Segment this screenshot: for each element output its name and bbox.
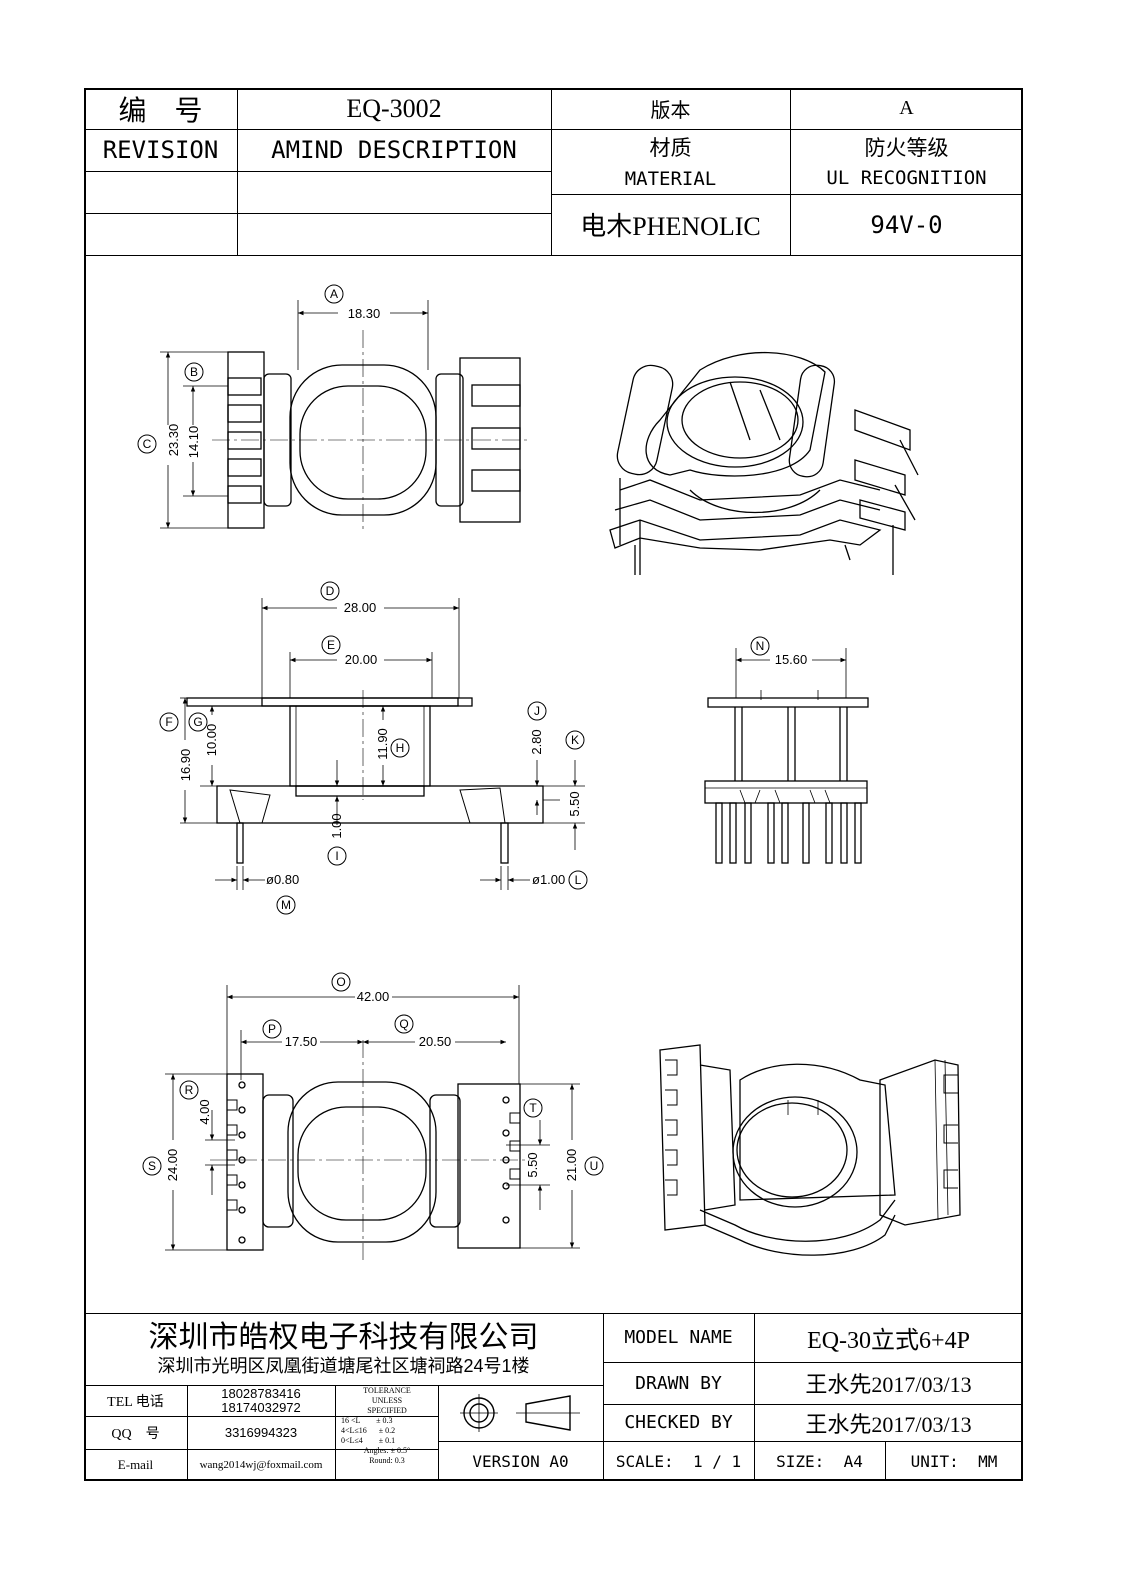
size-label: SIZE: A4 <box>776 1451 863 1471</box>
dim-value-i: 1.00 <box>329 813 344 838</box>
dim-letter-r: R <box>185 1083 194 1097</box>
drawn-by-value: 王水先2017/03/13 <box>805 1372 972 1397</box>
dim-value-h: 11.90 <box>375 728 390 760</box>
number-value: EQ-3002 <box>346 93 442 123</box>
dim-letter-o: O <box>336 975 345 989</box>
dim-value-m: ø0.80 <box>266 872 299 887</box>
dim-letter-c: C <box>143 437 152 451</box>
scale-label: SCALE: 1 / 1 <box>615 1451 742 1471</box>
version-label: 版本 <box>650 100 691 122</box>
dim-value-p: 17.50 <box>285 1034 318 1049</box>
dim-value-k: 5.50 <box>567 791 582 816</box>
tel-label: TEL 电话 <box>107 1394 164 1410</box>
dim-letter-f: F <box>165 715 172 729</box>
unit-label: UNIT: MM <box>910 1451 998 1471</box>
ul-value: 94V-0 <box>870 210 943 239</box>
number-label: 编 号 <box>118 95 203 127</box>
qq-value: 3316994323 <box>224 1425 298 1440</box>
model-name-value: EQ-30立式6+4P <box>807 1328 970 1354</box>
dim-value-d: 28.00 <box>344 600 377 615</box>
dim-value-g: 10.00 <box>204 724 219 757</box>
isometric-view-2 <box>659 1044 961 1256</box>
email-label: E-mail <box>117 1457 154 1472</box>
dim-value-b: 14.10 <box>186 426 201 459</box>
dim-value-c: 23.30 <box>166 424 181 457</box>
dim-letter-u: U <box>590 1159 599 1173</box>
dim-letter-b: B <box>190 365 198 379</box>
dim-letter-g: G <box>193 715 202 729</box>
drawn-by-label: DRAWN BY <box>635 1372 722 1394</box>
dim-value-t: 5.50 <box>525 1152 540 1177</box>
dim-letter-n: N <box>756 639 765 653</box>
dim-letter-d: D <box>326 584 335 598</box>
dim-letter-t: T <box>529 1101 537 1115</box>
dim-letter-e: E <box>327 638 335 652</box>
dim-letter-m: M <box>281 898 291 912</box>
projection-symbol-icon <box>460 1394 580 1432</box>
tolerance-table: TOLERANCE UNLESS SPECIFIED 16 <L ± 0.3 4… <box>341 1386 411 1465</box>
front-view <box>180 598 585 890</box>
email-value: wang2014wj@foxmail.com <box>199 1459 323 1471</box>
version-a0-label: VERSION A0 <box>472 1451 569 1471</box>
dim-letter-a: A <box>330 287 338 301</box>
side-view <box>704 648 869 864</box>
drawing-frame <box>84 88 1023 1481</box>
tel-value-2: 18174032972 <box>221 1400 301 1415</box>
company-address: 深圳市光明区凤凰街道塘尾社区塘祠路24号1楼 <box>157 1356 530 1376</box>
isometric-view-1 <box>609 351 919 575</box>
dim-letter-k: K <box>571 733 579 747</box>
dim-value-l: ø1.00 <box>532 872 565 887</box>
dim-letter-l: L <box>575 873 582 887</box>
revision-label: REVISION <box>102 136 219 164</box>
dim-value-r: 4.00 <box>197 1099 212 1124</box>
company-name: 深圳市皓权电子科技有限公司 <box>148 1321 539 1354</box>
dim-value-a: 18.30 <box>348 306 381 321</box>
dim-letter-p: P <box>268 1022 276 1036</box>
dim-value-e: 20.00 <box>345 652 378 667</box>
dim-value-o: 42.00 <box>357 989 390 1004</box>
dim-letter-s: S <box>148 1159 156 1173</box>
checked-by-label: CHECKED BY <box>624 1412 733 1433</box>
dim-value-s: 24.00 <box>165 1149 180 1182</box>
version-value: A <box>899 97 914 119</box>
qq-label: QQ 号 <box>111 1426 160 1442</box>
top-view <box>160 300 530 530</box>
material-label-en: MATERIAL <box>624 168 717 190</box>
tel-value-1: 18028783416 <box>221 1386 301 1401</box>
checked-by-value: 王水先2017/03/13 <box>805 1411 972 1437</box>
dim-letter-q: Q <box>399 1017 408 1031</box>
dim-letter-i: I <box>335 849 338 863</box>
ul-label-en: UL RECOGNITION <box>826 167 987 189</box>
dim-letter-j: J <box>534 704 540 718</box>
amend-description-label: AMIND DESCRIPTION <box>271 136 517 164</box>
ul-label-cn: 防火等级 <box>864 136 949 160</box>
dim-value-j: 2.80 <box>529 729 544 754</box>
bottom-view <box>165 985 580 1260</box>
dim-value-f: 16.90 <box>178 749 193 782</box>
material-value: 电木PHENOLIC <box>580 212 761 241</box>
model-name-label: MODEL NAME <box>624 1327 733 1348</box>
dim-value-u: 21.00 <box>564 1149 579 1182</box>
dim-value-n: 15.60 <box>775 652 808 667</box>
dim-value-q: 20.50 <box>419 1034 452 1049</box>
material-label-cn: 材质 <box>649 136 692 160</box>
dim-letter-h: H <box>396 741 405 755</box>
